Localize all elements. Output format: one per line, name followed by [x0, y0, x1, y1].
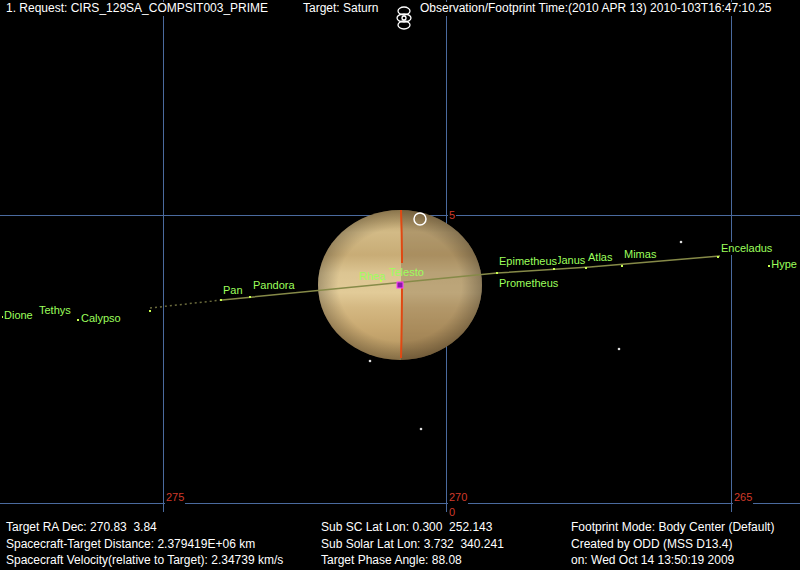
grid-line: [163, 0, 164, 512]
star-dot: [420, 428, 423, 431]
moon-label: Mimas: [623, 248, 657, 261]
moon-dot: [220, 299, 222, 301]
info-text: on: Wed Oct 14 13:50:19 2009: [570, 554, 735, 568]
grid-line: [731, 0, 732, 512]
spacecraft-icon: [397, 7, 411, 29]
info-text: Created by ODD (MSS D13.4): [570, 538, 733, 552]
stars: [369, 241, 683, 431]
header-text: 1. Request: CIRS_129SA_COMPSIT003_PRIME: [5, 2, 269, 16]
moon-dot: [77, 319, 79, 321]
info-text: Spacecraft Velocity(relative to Target):…: [5, 554, 284, 568]
grid-label: 265: [733, 491, 753, 504]
moon-label: Janus: [555, 254, 586, 267]
moon-label: Prometheus: [498, 277, 559, 290]
moon-label: Pan: [222, 284, 244, 297]
grid-label: 5: [448, 209, 456, 222]
moon-label: Telesto: [388, 266, 425, 279]
moon-dot: [149, 310, 151, 312]
star-dot: [369, 360, 372, 363]
spacecraft-part: [402, 16, 406, 20]
moon-label: Dione: [3, 309, 34, 322]
info-text: Sub SC Lat Lon: 0.300 252.143: [320, 521, 493, 535]
star-dot: [680, 241, 683, 244]
moon-label: Rhea: [358, 270, 386, 283]
spacecraft-part: [398, 21, 410, 29]
info-text: Spacecraft-Target Distance: 2.379419E+06…: [5, 538, 256, 552]
moon-dot: [249, 296, 251, 298]
saturn-limb: [318, 210, 482, 360]
moon-label: Pandora: [252, 279, 296, 292]
info-text: Sub Solar Lat Lon: 3.732 340.241: [320, 538, 505, 552]
saturn-disk: [318, 210, 483, 360]
grid-label: 0: [448, 506, 456, 519]
moon-dot: [553, 268, 555, 270]
moon-label: Hype: [770, 258, 798, 271]
moon-dot: [496, 272, 498, 274]
moon-label: Enceladus: [720, 242, 773, 255]
grid-label: 275: [165, 491, 185, 504]
header-text: Observation/Footprint Time:(2010 APR 13)…: [419, 2, 773, 16]
ring-plane-dotted: [150, 300, 222, 308]
moon-dot: [717, 256, 719, 258]
info-text: Footprint Mode: Body Center (Default): [570, 521, 775, 535]
sky-grid: [0, 0, 800, 512]
ring-plane-line: [222, 256, 720, 300]
moon-label: Calypso: [80, 312, 122, 325]
moon-label: Atlas: [587, 251, 613, 264]
info-text: Target Phase Angle: 88.08: [320, 554, 463, 568]
star-dot: [618, 348, 621, 351]
info-text: Target RA Dec: 270.83 3.84: [5, 521, 158, 535]
moon-label: Tethys: [38, 304, 72, 317]
body-center-marker: [397, 282, 403, 288]
header-text: Target: Saturn: [302, 2, 379, 16]
moon-dot: [621, 265, 623, 267]
moon-label: Epimetheus: [498, 255, 558, 268]
saturn-bands: [318, 210, 482, 360]
grid-line: [0, 503, 800, 504]
grid-label: 270: [448, 491, 468, 504]
moon-dot: [585, 267, 587, 269]
pole-marker: [414, 213, 426, 225]
